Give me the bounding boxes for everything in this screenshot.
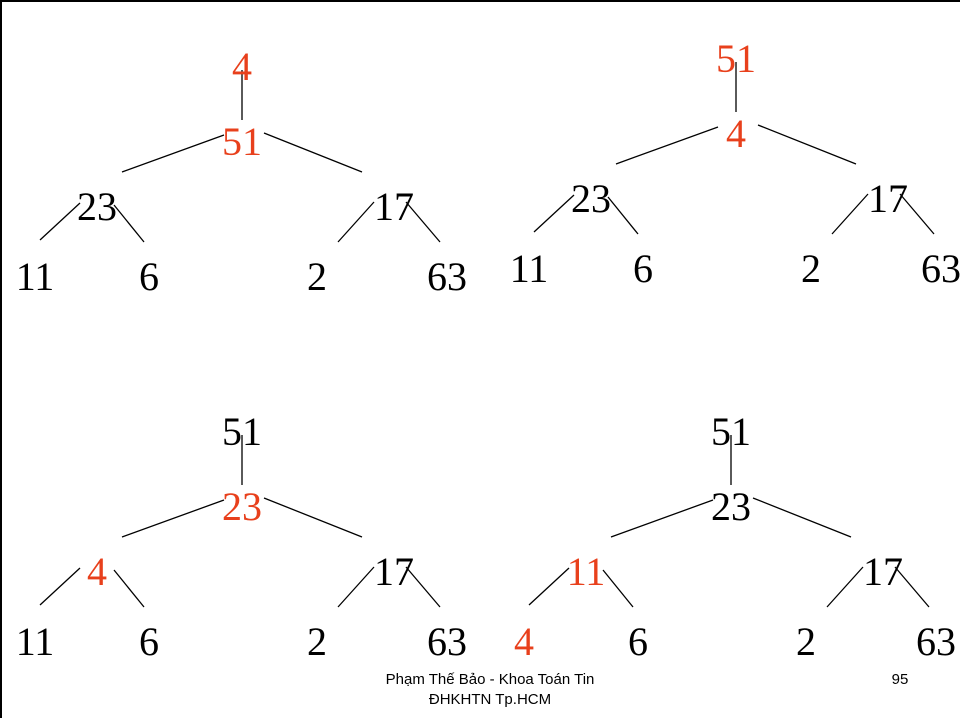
tree-node-l2a: 4 [87, 549, 107, 594]
tree-node-root: 51 [222, 409, 262, 454]
tree-node-l2b: 17 [374, 184, 414, 229]
tree-edge [263, 497, 363, 538]
tree-node-l3a: 4 [514, 619, 534, 664]
tree-node-l3d: 63 [427, 619, 467, 664]
tree-node-l1: 51 [222, 119, 262, 164]
tree-node-l3a: 11 [16, 619, 55, 664]
tree-edge [757, 124, 857, 165]
tree-edge [263, 132, 363, 173]
tree-top-right: 51 4 23 17 11 6 2 63 [510, 36, 961, 291]
tree-node-l1: 23 [222, 484, 262, 529]
tree-node-l3c: 2 [796, 619, 816, 664]
tree-node-l3b: 6 [633, 246, 653, 291]
tree-edge [121, 499, 225, 538]
tree-edge [39, 202, 81, 241]
tree-node-l2b: 17 [374, 549, 414, 594]
tree-edge [405, 566, 441, 608]
tree-node-l3b: 6 [139, 619, 159, 664]
tree-edge [405, 201, 441, 243]
tree-node-l2a: 23 [571, 176, 611, 221]
tree-node-l3c: 2 [307, 254, 327, 299]
tree-edge [528, 567, 570, 606]
tree-node-l2b: 17 [868, 176, 908, 221]
tree-edge [337, 566, 375, 608]
tree-node-l3d: 63 [916, 619, 956, 664]
tree-node-l3c: 2 [801, 246, 821, 291]
tree-node-l3b: 6 [139, 254, 159, 299]
tree-node-l3d: 63 [427, 254, 467, 299]
tree-edge [615, 126, 719, 165]
tree-node-root: 51 [716, 36, 756, 81]
tree-edge [602, 569, 634, 608]
tree-node-l1: 23 [711, 484, 751, 529]
tree-top-left: 4 51 23 17 11 6 2 63 [16, 44, 467, 299]
tree-edge [752, 497, 852, 538]
tree-edge [113, 569, 145, 608]
tree-node-l3b: 6 [628, 619, 648, 664]
tree-edge [337, 201, 375, 243]
tree-edge [610, 499, 714, 538]
tree-edge [113, 204, 145, 243]
tree-node-l2a: 23 [77, 184, 117, 229]
tree-edge [533, 194, 575, 233]
tree-node-l3c: 2 [307, 619, 327, 664]
tree-node-l3d: 63 [921, 246, 961, 291]
tree-node-l3a: 11 [16, 254, 55, 299]
tree-node-l2b: 17 [863, 549, 903, 594]
tree-bottom-left: 51 23 4 17 11 6 2 63 [16, 409, 467, 664]
tree-edge [831, 193, 869, 235]
tree-node-l3a: 11 [510, 246, 549, 291]
tree-edge [121, 134, 225, 173]
tree-edge [899, 193, 935, 235]
tree-node-root: 4 [232, 44, 252, 89]
footer-department: ĐHKHTN Tp.HCM [428, 691, 552, 708]
tree-edge [607, 196, 639, 235]
tree-edge [894, 566, 930, 608]
tree-node-l2a: 11 [567, 549, 606, 594]
tree-edge [826, 566, 864, 608]
footer-author: Phạm Thế Bảo - Khoa Toán Tin [385, 671, 595, 688]
page-number: 95 [891, 671, 909, 688]
tree-node-root: 51 [711, 409, 751, 454]
tree-bottom-right: 51 23 11 17 4 6 2 63 [514, 409, 956, 664]
tree-node-l1: 4 [726, 111, 746, 156]
tree-edge [39, 567, 81, 606]
